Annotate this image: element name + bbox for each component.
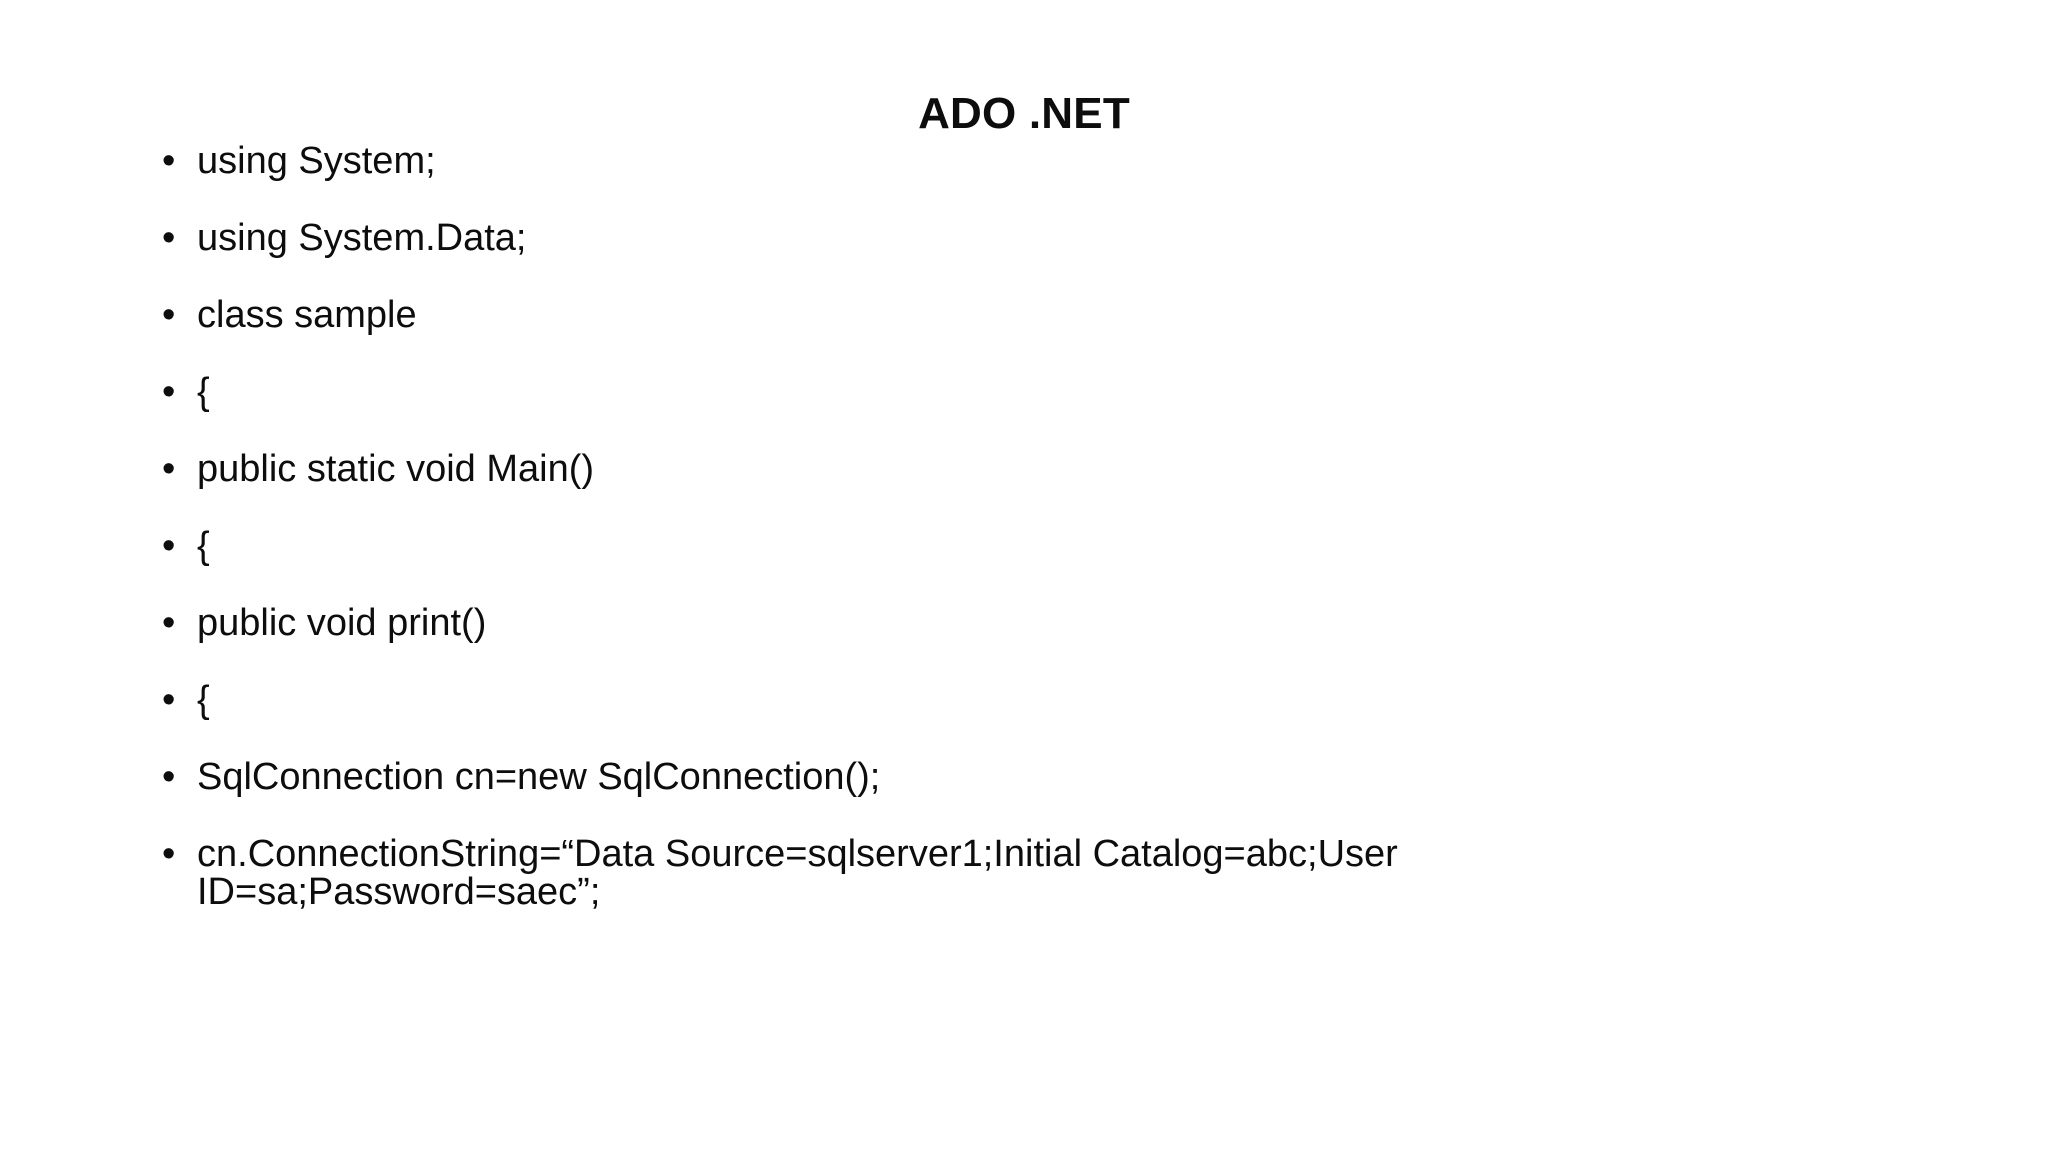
bullet-point-icon: • xyxy=(162,140,176,182)
list-item-text: using System.Data; xyxy=(197,217,527,259)
list-item[interactable]: • using System.Data; xyxy=(152,219,1712,257)
list-item-text: using System; xyxy=(197,140,436,182)
bullet-point-icon: • xyxy=(162,756,176,798)
bullet-point-icon: • xyxy=(162,525,176,567)
list-item[interactable]: • public void print() xyxy=(152,604,1712,642)
bullet-point-icon: • xyxy=(162,833,176,875)
list-item[interactable]: • SqlConnection cn=new SqlConnection(); xyxy=(152,758,1712,796)
bullet-point-icon: • xyxy=(162,294,176,336)
list-item[interactable]: • { xyxy=(152,373,1712,411)
bullet-point-icon: • xyxy=(162,371,176,413)
bullet-point-icon: • xyxy=(162,679,176,721)
list-item[interactable]: • public static void Main() xyxy=(152,450,1712,488)
list-item-text: cn.ConnectionString=“Data Source=sqlserv… xyxy=(197,833,1398,913)
list-item[interactable]: • using System; xyxy=(152,142,1712,180)
list-item-text: SqlConnection cn=new SqlConnection(); xyxy=(197,756,881,798)
list-item-text: { xyxy=(197,371,210,413)
list-item-text: class sample xyxy=(197,294,417,336)
bullet-point-icon: • xyxy=(162,217,176,259)
list-item[interactable]: • { xyxy=(152,527,1712,565)
bullet-point-icon: • xyxy=(162,602,176,644)
list-item-text: public void print() xyxy=(197,602,487,644)
page-title: ADO .NET xyxy=(918,89,1130,138)
list-item-text: { xyxy=(197,679,210,721)
list-item[interactable]: • { xyxy=(152,681,1712,719)
list-item[interactable]: • cn.ConnectionString=“Data Source=sqlse… xyxy=(152,835,1712,911)
bullet-list: • using System; • using System.Data; • c… xyxy=(152,142,1712,911)
list-item[interactable]: • class sample xyxy=(152,296,1712,334)
bullet-point-icon: • xyxy=(162,448,176,490)
list-item-text: public static void Main() xyxy=(197,448,595,490)
list-item-text: { xyxy=(197,525,210,567)
